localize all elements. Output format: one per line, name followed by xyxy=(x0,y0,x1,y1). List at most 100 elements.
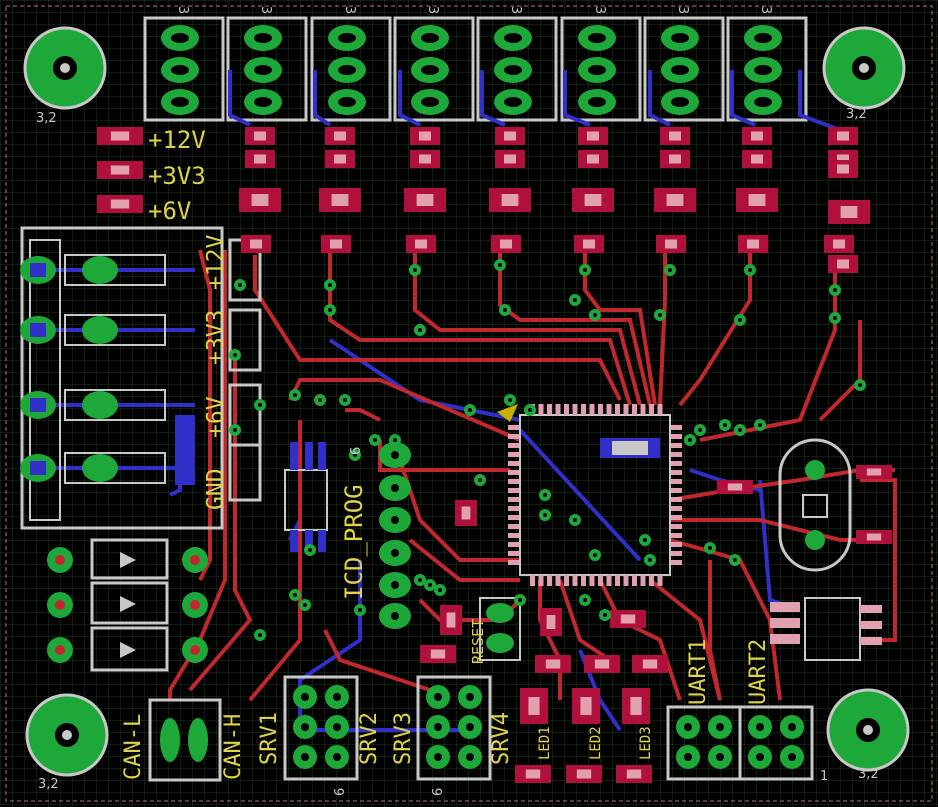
header-pin-label: 3 xyxy=(758,6,773,14)
resistor xyxy=(245,150,275,168)
via xyxy=(349,449,361,461)
mounting-hole-icon xyxy=(822,26,906,110)
resistor xyxy=(321,235,351,253)
via xyxy=(514,594,526,606)
board-outline xyxy=(5,5,933,802)
header-pin-label: 3 xyxy=(592,6,607,14)
via xyxy=(719,419,731,431)
srv-header-pair-2 xyxy=(416,675,492,781)
via xyxy=(644,554,656,566)
capacitor xyxy=(856,530,892,544)
resistor xyxy=(97,127,143,145)
hole-dia-label: 3,2 xyxy=(38,777,59,792)
terminal-12v-label: +12V xyxy=(203,234,229,290)
resistor xyxy=(660,127,690,145)
via xyxy=(639,534,651,546)
via xyxy=(289,389,301,401)
icd-header xyxy=(379,442,411,629)
via xyxy=(729,554,741,566)
resistor xyxy=(616,765,652,783)
via xyxy=(829,312,841,324)
via xyxy=(754,419,766,431)
crystal-icon xyxy=(778,438,852,572)
resistor xyxy=(97,161,143,179)
terminal-gnd-label: GND xyxy=(203,468,229,510)
hole-dia-label: 3,2 xyxy=(858,767,879,782)
via xyxy=(494,259,506,271)
via xyxy=(829,284,841,296)
via xyxy=(434,584,446,596)
servo-header: 3 xyxy=(560,6,642,122)
capacitor xyxy=(540,608,562,636)
servo-header: 3 xyxy=(310,6,392,122)
resistor xyxy=(245,127,275,145)
supply-12v-label: +12V xyxy=(148,126,206,154)
via xyxy=(339,394,351,406)
smd-components xyxy=(97,127,892,783)
servo-header: 3 xyxy=(476,6,558,122)
resistor xyxy=(495,150,525,168)
via xyxy=(464,404,476,416)
uart1-label: UART1 xyxy=(686,639,711,705)
resistor xyxy=(578,127,608,145)
led3-label: LED3 xyxy=(638,726,654,760)
via xyxy=(229,424,241,436)
capacitor xyxy=(420,645,456,663)
bottom-headers xyxy=(283,675,814,781)
supply-3v3-label: +3V3 xyxy=(148,162,206,190)
servo-header: 3 xyxy=(393,6,475,122)
resistor xyxy=(584,655,620,673)
srv3-label: SRV3 xyxy=(391,712,416,765)
resistor xyxy=(828,160,858,178)
via xyxy=(414,574,426,586)
resistor xyxy=(515,765,551,783)
mounting-hole-icon xyxy=(23,26,107,110)
via xyxy=(229,349,241,361)
via xyxy=(499,304,511,316)
mounting-hole-icon xyxy=(826,688,910,772)
uart-pin-one-label: 1 xyxy=(820,769,828,784)
via xyxy=(504,394,516,406)
srv2-label: SRV2 xyxy=(357,712,382,765)
via xyxy=(524,404,536,416)
via xyxy=(324,279,336,291)
resistor xyxy=(410,150,440,168)
transistor xyxy=(736,188,778,212)
transistor xyxy=(572,188,614,212)
via xyxy=(734,424,746,436)
via xyxy=(854,379,866,391)
srv1-label: SRV1 xyxy=(257,712,282,765)
resistor xyxy=(495,127,525,145)
via xyxy=(539,509,551,521)
uart2-label: UART2 xyxy=(746,639,771,705)
transistor xyxy=(828,200,870,224)
resistor xyxy=(491,235,521,253)
transistor xyxy=(404,188,446,212)
via xyxy=(254,399,266,411)
via xyxy=(234,279,246,291)
terminal-6v-label: +6V xyxy=(203,396,229,438)
via xyxy=(589,309,601,321)
via xyxy=(744,264,756,276)
via xyxy=(684,434,696,446)
via xyxy=(409,264,421,276)
resistor xyxy=(742,127,772,145)
via xyxy=(589,549,601,561)
power-terminal-block xyxy=(20,226,224,530)
servo-header: 3 xyxy=(226,6,308,122)
via xyxy=(664,264,676,276)
capacitor xyxy=(440,605,462,635)
transistor xyxy=(239,188,281,212)
uart2-header xyxy=(738,705,814,781)
led xyxy=(572,688,600,724)
resistor xyxy=(656,235,686,253)
via xyxy=(599,609,611,621)
servo-header: 3 xyxy=(143,6,225,122)
via xyxy=(289,589,301,601)
capacitor xyxy=(455,500,477,526)
resistor xyxy=(241,235,271,253)
resistor xyxy=(406,235,436,253)
via xyxy=(734,314,746,326)
via xyxy=(324,304,336,316)
header-pin-label: 3 xyxy=(675,6,690,14)
